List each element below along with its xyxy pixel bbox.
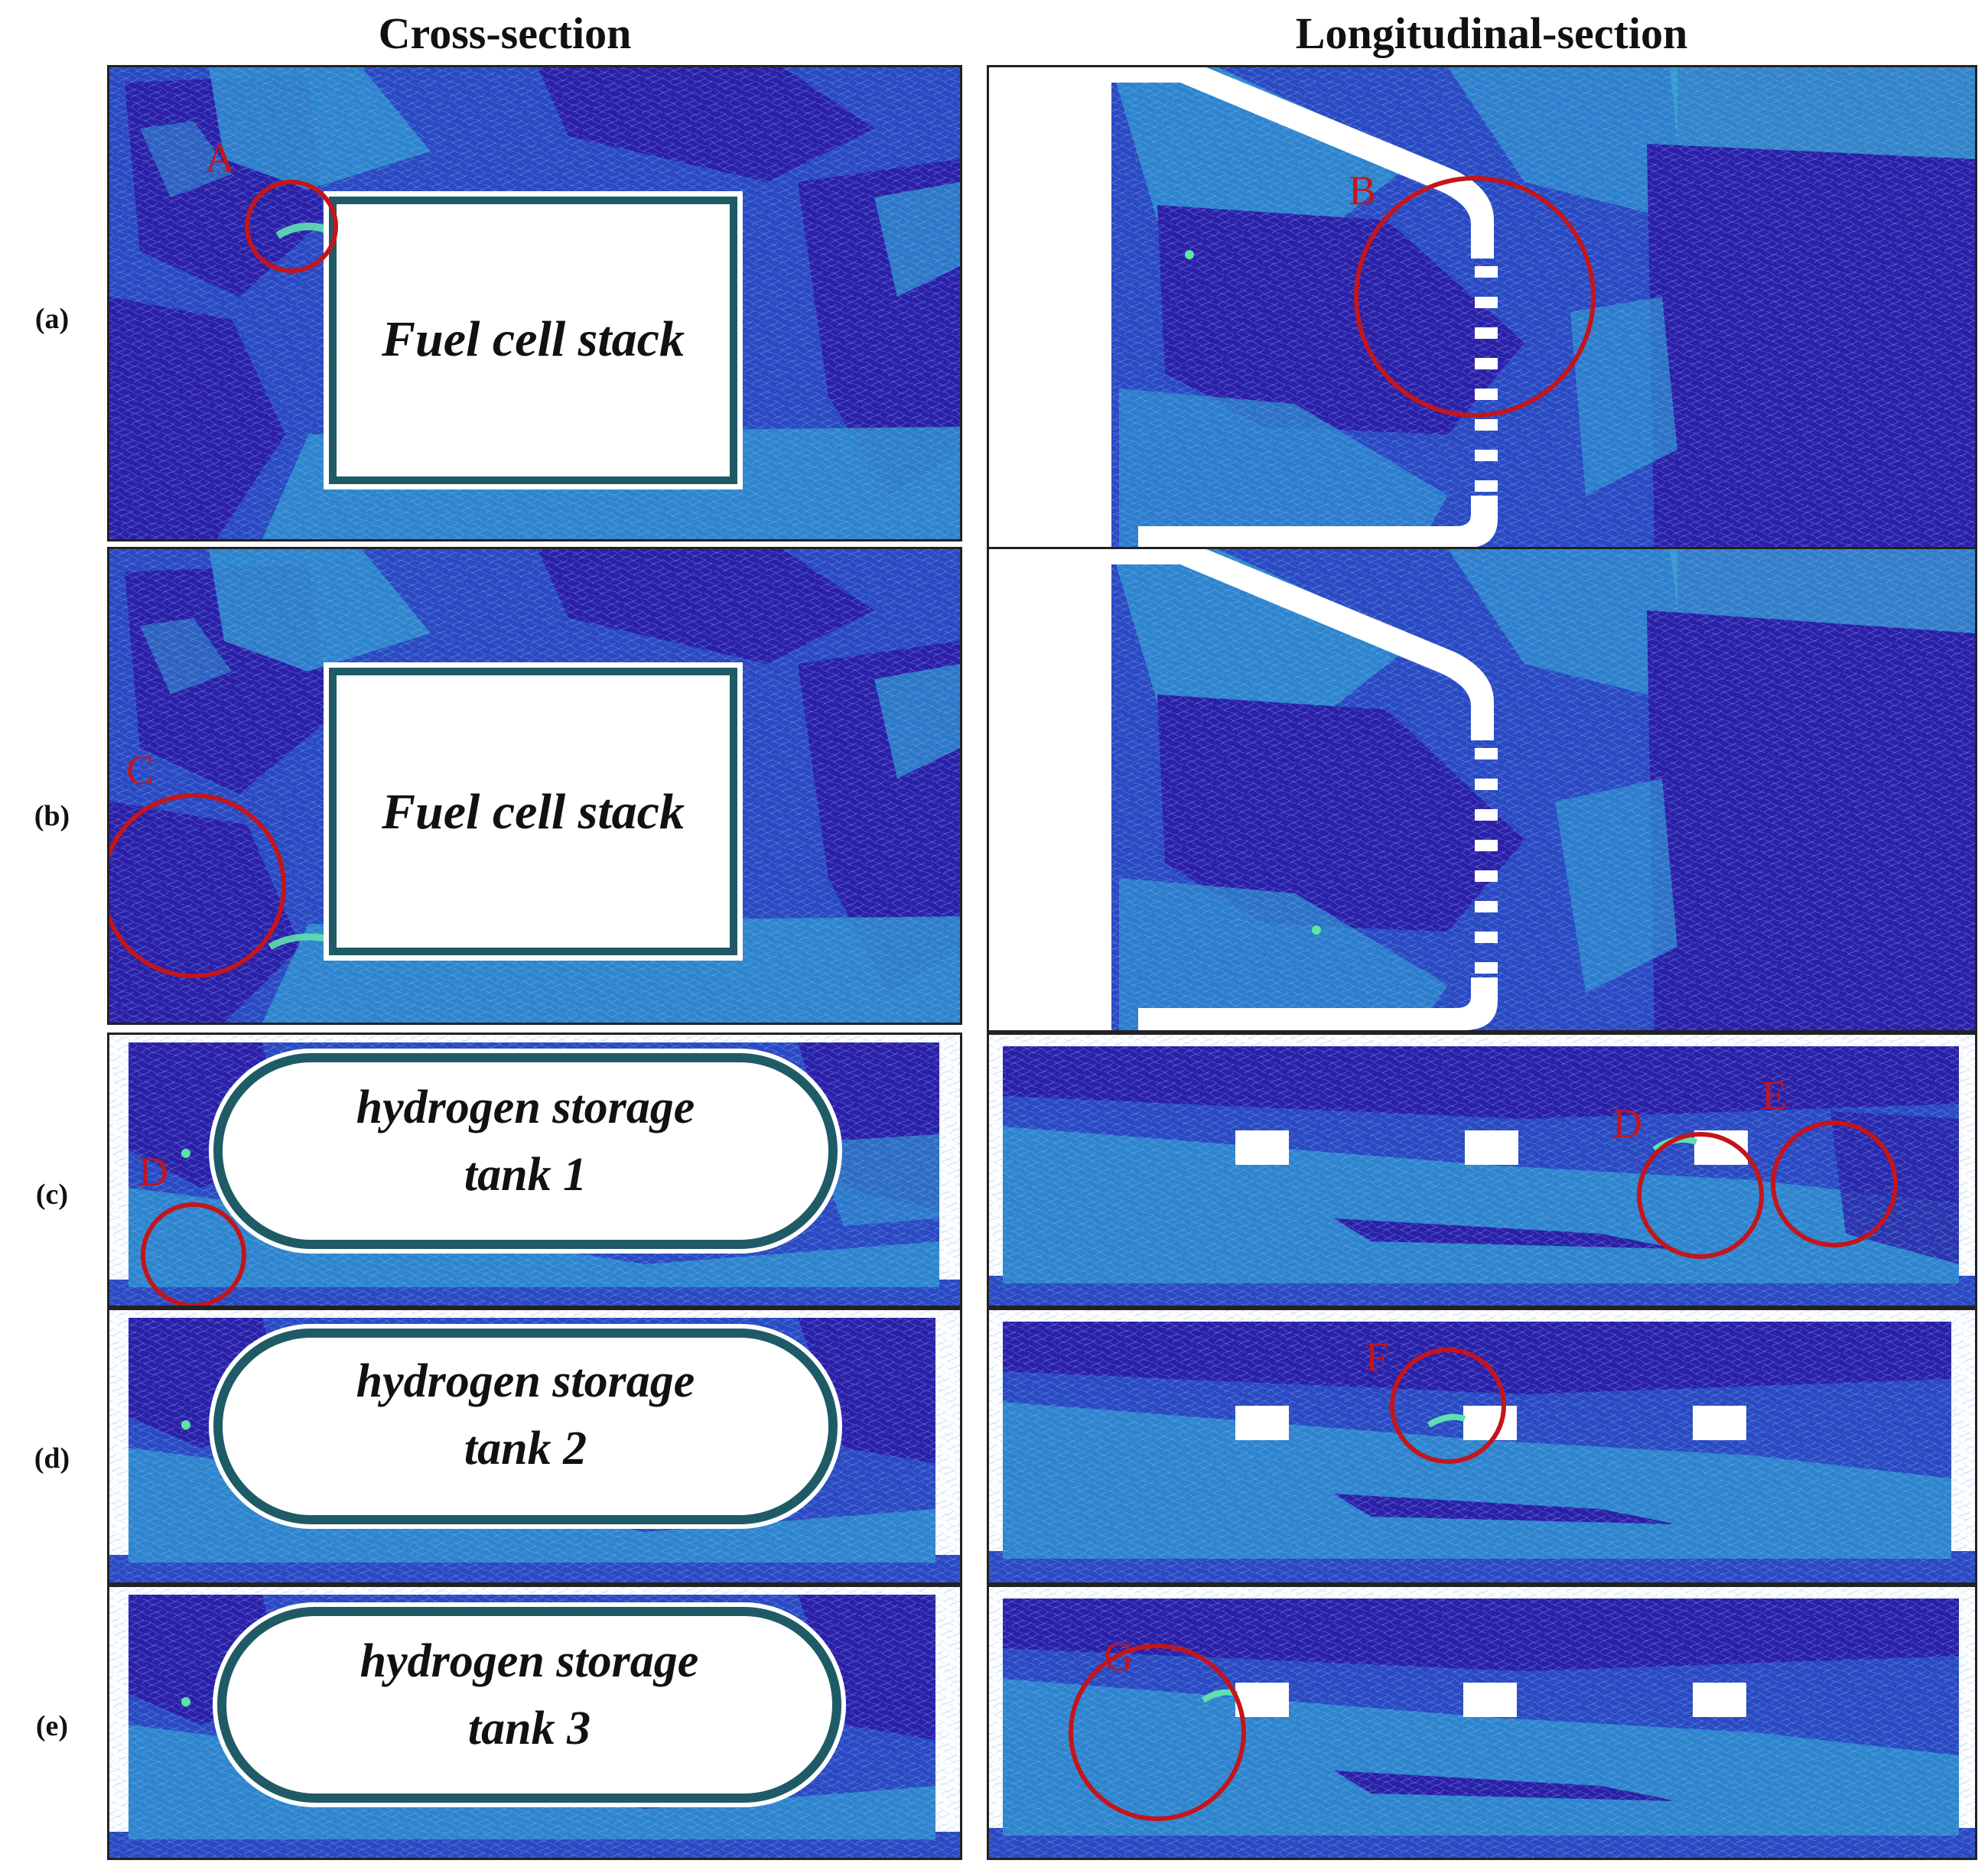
row-label-e: (e) <box>35 1710 69 1742</box>
flow-field <box>109 1587 960 1858</box>
panel-d-cross: hydrogen storage tank 2 <box>107 1308 962 1585</box>
object-label: hydrogen storage <box>356 1081 695 1133</box>
flow-field <box>989 1587 1975 1858</box>
row-label-c: (c) <box>35 1179 69 1211</box>
marker-d: D <box>138 1149 168 1195</box>
panel-b-long <box>987 547 1977 1033</box>
panel-d-long: F <box>987 1308 1977 1585</box>
panel-a-long: B <box>987 65 1977 551</box>
flow-field <box>989 1035 1975 1306</box>
cross-section-title: Cross-section <box>378 8 632 58</box>
marker-g: G <box>1104 1634 1134 1680</box>
marker-circle-b <box>1354 176 1596 418</box>
panel-b-cross: Fuel cell stack C <box>107 547 962 1025</box>
flow-field <box>109 1310 960 1582</box>
panel-c-long: D E <box>987 1033 1977 1308</box>
marker-a: A <box>205 135 235 181</box>
row-label-a: (a) <box>34 303 70 335</box>
marker-b: B <box>1349 167 1377 213</box>
flow-field <box>989 67 1975 548</box>
marker-circle-a <box>245 180 338 273</box>
panel-e-long: G <box>987 1585 1977 1860</box>
flow-field <box>109 1035 960 1306</box>
object-label: hydrogen storage <box>360 1635 699 1687</box>
marker-d-long: D <box>1612 1101 1642 1146</box>
marker-e: E <box>1762 1072 1787 1118</box>
panel-e-cross: hydrogen storage tank 3 <box>107 1585 962 1860</box>
flow-field <box>989 549 1975 1030</box>
marker-circle-c <box>109 793 286 978</box>
panel-c-cross: hydrogen storage tank 1 D <box>107 1033 962 1308</box>
panel-a-cross: Fuel cell stack A <box>107 65 962 541</box>
marker-circle-g <box>1069 1644 1246 1821</box>
marker-f: F <box>1365 1334 1389 1380</box>
flow-field <box>109 67 960 539</box>
marker-c: C <box>126 747 155 793</box>
row-label-d: (d) <box>34 1442 70 1475</box>
object-label-line2: tank 1 <box>464 1149 587 1201</box>
marker-circle-f <box>1390 1348 1506 1464</box>
object-label: hydrogen storage <box>356 1355 695 1407</box>
marker-circle-d <box>141 1202 246 1306</box>
longitudinal-section-title: Longitudinal-section <box>1295 8 1688 58</box>
flow-field <box>989 1310 1975 1582</box>
object-label: Fuel cell stack <box>382 784 685 840</box>
row-label-b: (b) <box>34 800 70 832</box>
object-label: Fuel cell stack <box>382 311 685 367</box>
flow-field <box>109 549 960 1023</box>
object-label-line2: tank 2 <box>464 1423 587 1475</box>
object-label-line2: tank 3 <box>467 1703 591 1755</box>
marker-circle-d2 <box>1637 1132 1764 1259</box>
marker-circle-e <box>1771 1120 1898 1247</box>
